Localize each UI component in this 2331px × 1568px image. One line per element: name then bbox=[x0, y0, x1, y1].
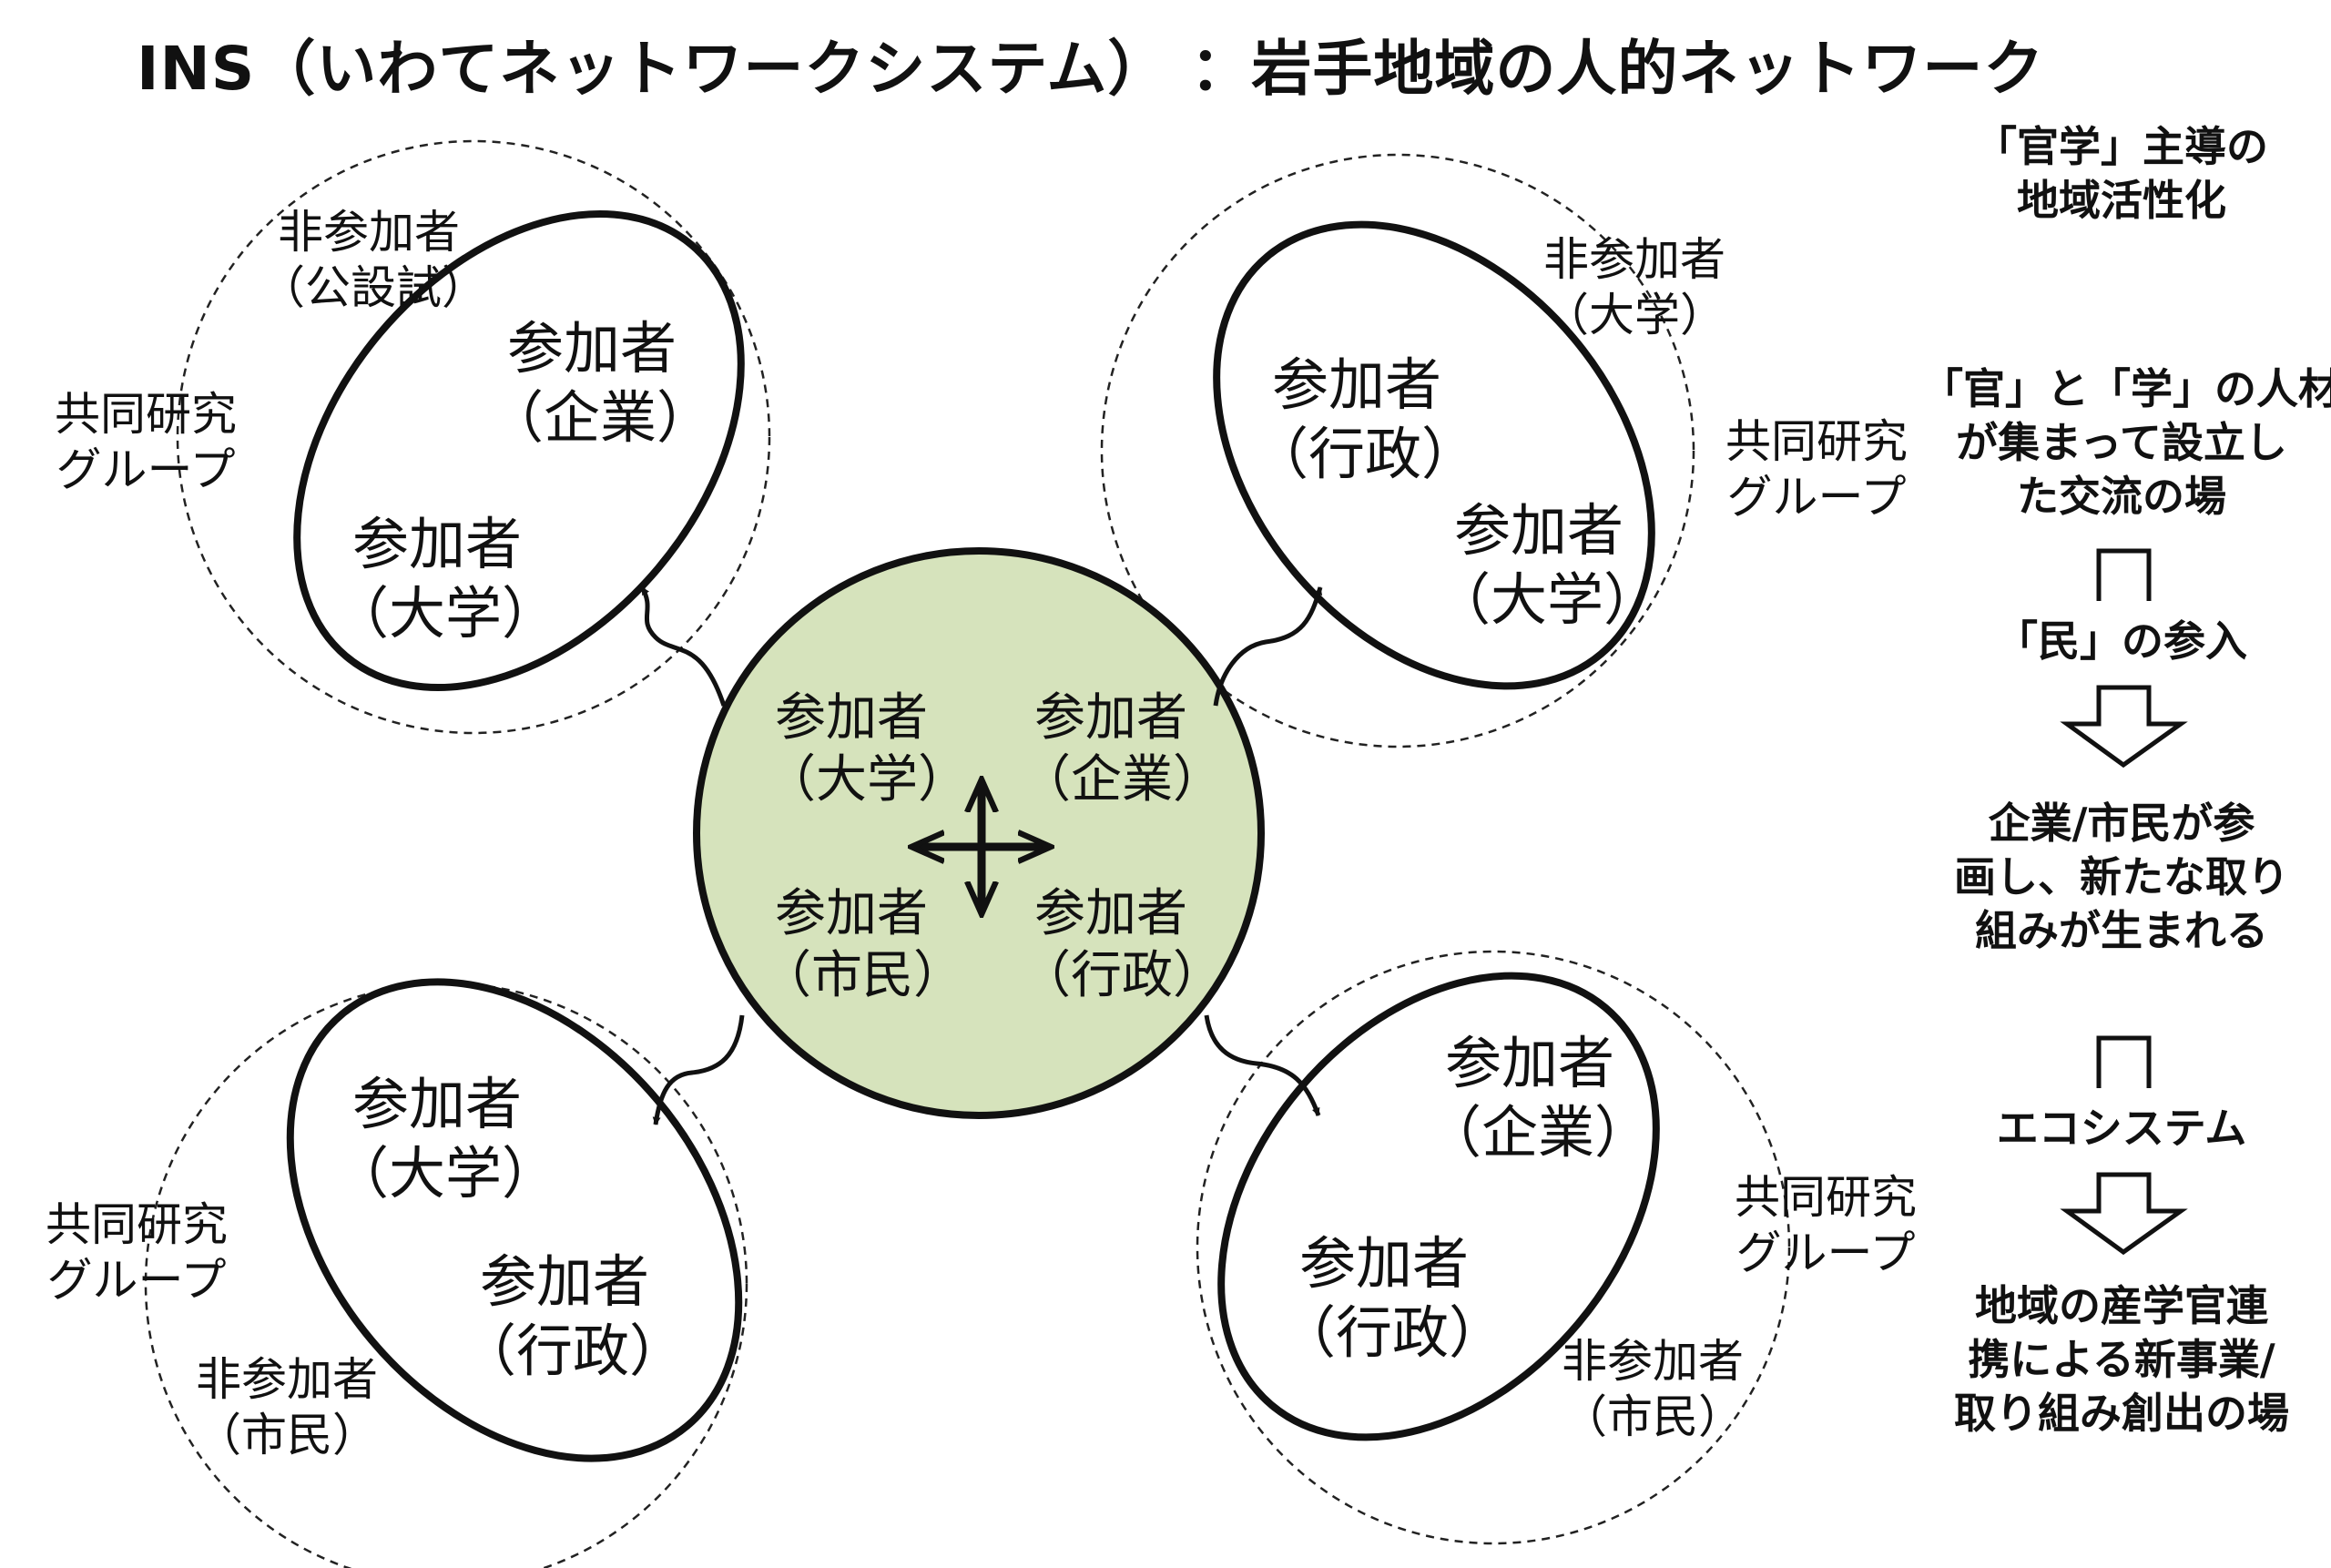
non-participant-bottom-right: 非参加者 （市民） bbox=[1562, 1335, 1744, 1443]
participant-ellipse-bottom-left bbox=[286, 978, 743, 1462]
non-participant-top-left: 非参加者 （公設試） bbox=[260, 206, 487, 314]
hub-item-university: 参加者 （大学） bbox=[765, 688, 969, 810]
group-label-bottom-right: 共同研究 グループ bbox=[1735, 1171, 1917, 1279]
hub-item-citizen: 参加者 （市民） bbox=[760, 884, 964, 1006]
participant-ellipse-bottom-right bbox=[1217, 972, 1660, 1441]
connector-arrow-top-left bbox=[639, 585, 727, 707]
four-way-arrow-icon bbox=[915, 783, 1047, 911]
participant-ellipse-top-right bbox=[1213, 220, 1655, 690]
flow-step-2: 「官」と「学」の人材 が集まって設立し た交流の場 bbox=[1921, 364, 2331, 521]
bracket-symbol-1 bbox=[2096, 548, 2152, 601]
member-top-left-1: 参加者 （企業） bbox=[487, 315, 714, 451]
member-bottom-left-2: 参加者 （行政） bbox=[460, 1248, 687, 1384]
flow-step-6: 地域の産学官連 携による新事業/ 取り組み創出の場 bbox=[1954, 1281, 2289, 1438]
non-participant-bottom-left: 非参加者 （市民） bbox=[196, 1353, 378, 1461]
bracket-symbol-2 bbox=[2096, 1035, 2152, 1088]
flow-step-5: エコシステム bbox=[1996, 1104, 2247, 1153]
down-arrow-1 bbox=[2060, 685, 2188, 769]
non-participant-top-right: 非参加者 （大学） bbox=[1543, 233, 1725, 341]
group-boundary-top-right bbox=[1100, 153, 1695, 748]
flow-step-3: 「民」の参入 bbox=[1996, 616, 2247, 666]
down-arrow-2 bbox=[2060, 1172, 2188, 1256]
page-title: INS（いわてネットワークシステム） ：岩手地域の人的ネットワーク bbox=[137, 34, 2045, 104]
group-label-bottom-left: 共同研究 グループ bbox=[46, 1198, 228, 1307]
connector-arrow-top-right bbox=[1213, 586, 1323, 707]
connector-arrow-bottom-right bbox=[1204, 1014, 1321, 1116]
member-top-right-1: 参加者 （行政） bbox=[1252, 351, 1479, 487]
group-label-top-right: 共同研究 グループ bbox=[1725, 415, 1908, 524]
member-bottom-right-1: 参加者 （企業） bbox=[1425, 1030, 1652, 1166]
group-boundary-top-left bbox=[176, 139, 771, 735]
group-boundary-bottom-right bbox=[1196, 950, 1791, 1545]
hub-item-government: 参加者 （行政） bbox=[1020, 884, 1224, 1006]
member-top-left-2: 参加者 （大学） bbox=[332, 511, 559, 647]
participant-ellipse-top-left bbox=[293, 210, 745, 691]
member-top-right-2: 参加者 （大学） bbox=[1434, 497, 1661, 633]
group-label-top-left: 共同研究 グループ bbox=[55, 388, 237, 496]
flow-step-1: 「官学」主導の 地域活性化 bbox=[1975, 122, 2268, 225]
hub-item-company: 参加者 （企業） bbox=[1020, 688, 1224, 810]
flow-step-4: 企業/市民が参 画し、新たな取り 組みが生まれる bbox=[1954, 799, 2289, 955]
member-bottom-left-1: 参加者 （大学） bbox=[332, 1071, 559, 1207]
connector-arrow-bottom-left bbox=[652, 1014, 745, 1125]
member-bottom-right-2: 参加者 （行政） bbox=[1279, 1230, 1506, 1366]
